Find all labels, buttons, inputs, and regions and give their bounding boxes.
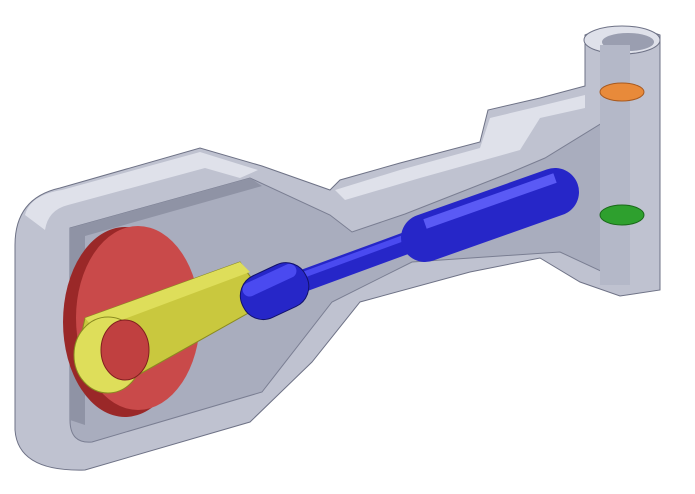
piston-rod-highlight xyxy=(298,229,422,279)
piston-rod xyxy=(289,227,431,293)
port-top-orange xyxy=(599,82,645,102)
piston-head xyxy=(401,168,579,262)
piston-head-highlight xyxy=(423,173,557,229)
housing-neck-top-face xyxy=(335,95,585,200)
connecting-rod-end xyxy=(239,262,310,320)
housing-top-face xyxy=(25,152,258,230)
port-bottom-green xyxy=(599,204,645,226)
crank-pin xyxy=(100,319,150,381)
crank-arm-top-face xyxy=(85,262,250,330)
pipe-body xyxy=(600,45,630,285)
